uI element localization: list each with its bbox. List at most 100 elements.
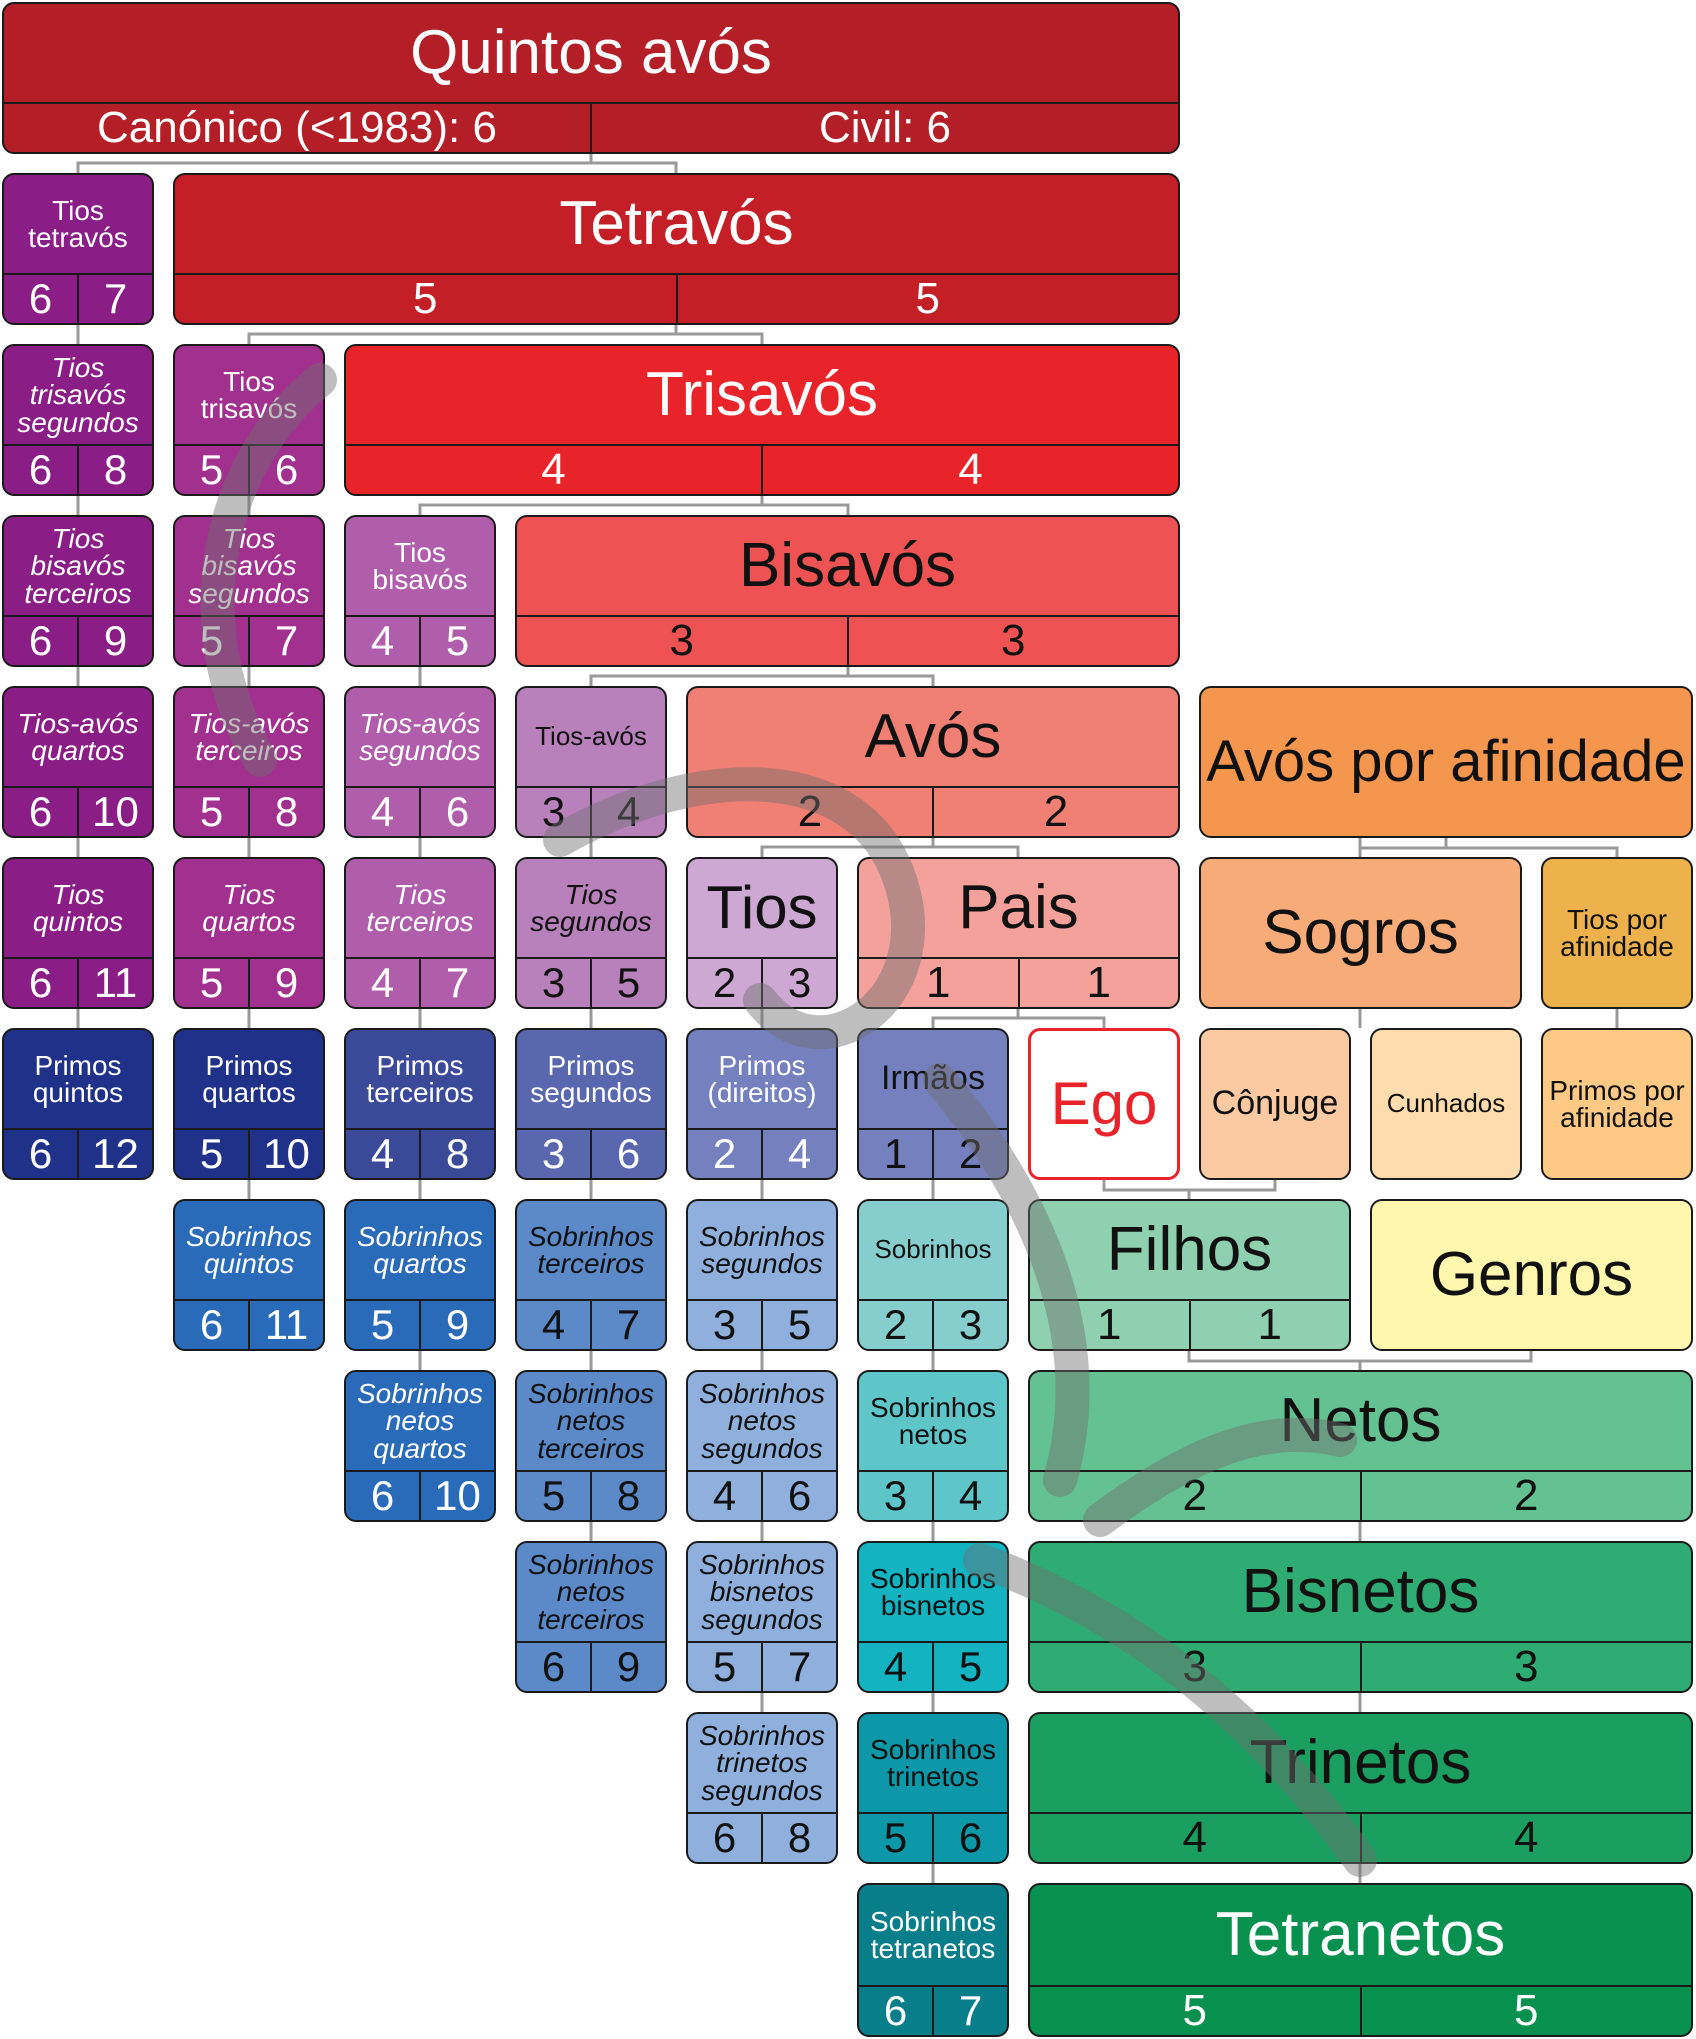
node-label: Primos por afinidade — [1549, 1074, 1685, 1133]
degree-canonical: Canónico (<1983): 6 — [97, 103, 497, 152]
degree-canonical: 2 — [1182, 1471, 1207, 1520]
degree-civil: 6 — [590, 1130, 665, 1178]
degree-canonical: 5 — [883, 1814, 908, 1861]
degree-canonical: 6 — [883, 1987, 908, 2034]
connector-line — [762, 503, 850, 515]
node-label: Sobrinhos netos — [869, 1391, 997, 1450]
node-primos-afinidade: Primos por afinidade — [1541, 1028, 1693, 1180]
connector-line — [1102, 1180, 1277, 1192]
node-label: Avós — [864, 701, 1002, 771]
degree-civil: 6 — [419, 788, 494, 836]
degree-civil: 2 — [1359, 1472, 1692, 1520]
degree-civil: 11 — [77, 959, 152, 1007]
node-label: Tios por afinidade — [1560, 903, 1674, 962]
node-label: Irmãos — [881, 1059, 985, 1098]
node-label: Tetravós — [559, 188, 794, 258]
node-label: Tetranetos — [1215, 1899, 1506, 1969]
node-label: Genros — [1429, 1239, 1634, 1309]
node-label: Filhos — [1106, 1214, 1273, 1284]
degree-civil: 3 — [846, 617, 1179, 665]
degree-canonical: 5 — [370, 1301, 395, 1348]
node-label: Sobrinhos trinetos segundos — [698, 1719, 826, 1806]
node-label: Cunhados — [1386, 1088, 1506, 1119]
connector-line — [418, 496, 764, 515]
node-label: Sobrinhos quartos — [356, 1220, 484, 1279]
degree-civil: 8 — [248, 788, 323, 836]
degree-civil: 4 — [1359, 1814, 1692, 1862]
connector-line — [76, 154, 593, 173]
node-label: Tios — [706, 873, 818, 941]
degree-canonical: 3 — [541, 959, 566, 1006]
degree-canonical: 6 — [199, 1301, 224, 1348]
degree-canonical: 6 — [370, 1472, 395, 1519]
degree-civil: 6 — [248, 446, 323, 494]
degree-civil: 8 — [419, 1130, 494, 1178]
degree-civil: 6 — [932, 1814, 1007, 1862]
node-label: Sobrinhos netos terceiros — [527, 1377, 655, 1464]
degree-civil: 2 — [932, 1130, 1007, 1178]
degree-civil: 5 — [761, 1301, 836, 1349]
degree-civil: 4 — [761, 1130, 836, 1178]
degree-civil: 8 — [761, 1814, 836, 1862]
degree-civil: 7 — [590, 1301, 665, 1349]
node-label: Primos (direitos) — [707, 1049, 817, 1108]
node-label: Tios bisavós terceiros — [24, 522, 132, 609]
degree-canonical: 4 — [541, 1301, 566, 1348]
connector-line — [1360, 1351, 1533, 1363]
node-label: Sobrinhos netos terceiros — [527, 1548, 655, 1635]
degree-canonical: 3 — [669, 616, 694, 665]
node-label: Tios trisavós segundos — [17, 351, 139, 438]
node-avos-afinidade: Avós por afinidade — [1199, 686, 1693, 838]
degree-canonical: 4 — [712, 1472, 737, 1519]
connector-line — [1018, 1016, 1106, 1028]
node-label: Sobrinhos — [874, 1234, 992, 1265]
degree-canonical: 2 — [712, 1130, 737, 1177]
node-label: Sobrinhos segundos — [698, 1220, 826, 1279]
node-label: Sogros — [1262, 897, 1459, 967]
degree-civil: 5 — [1359, 1987, 1692, 2035]
connector-line — [591, 161, 678, 173]
connector-line — [760, 838, 935, 857]
